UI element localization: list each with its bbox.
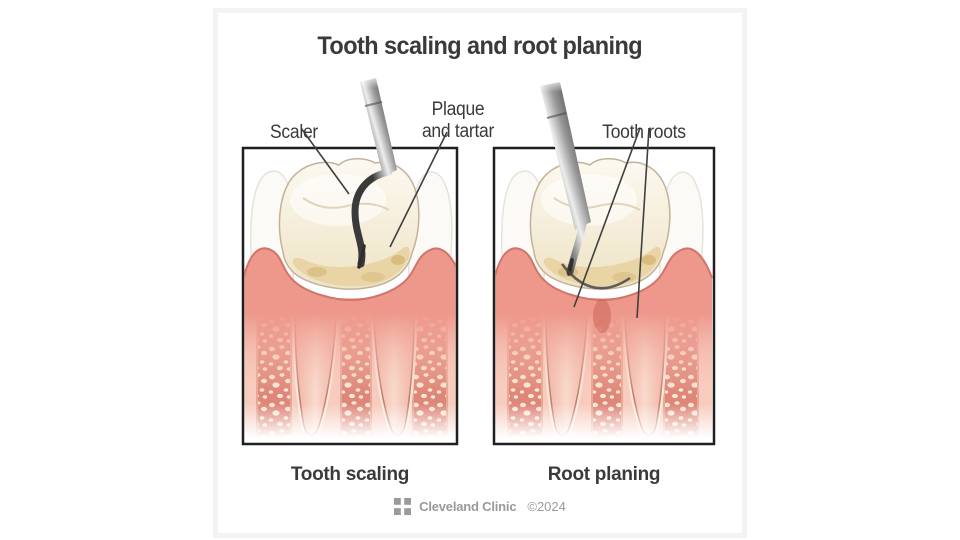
scaler-instrument [351,74,397,269]
anatomy-root-planing [494,159,712,444]
leader-lines [300,127,650,319]
leader-line-plaque [389,131,448,248]
panel-caption-root-planing: Root planing [547,464,661,485]
annotation-label-plaque-and-tartar: Plaque and tartar [421,99,495,142]
footer: Cleveland Clinic ©2024 [213,498,747,515]
annotation-label-tooth-roots: Tooth roots [602,122,686,144]
annotation-label-scaler: Scaler [270,122,318,144]
leader-line-roots-left [573,127,641,308]
copyright-text: ©2024 [527,499,566,514]
planing-motion-arc [561,263,631,290]
dental-illustration [241,74,716,446]
leader-line-scaler [300,127,350,195]
planing-instrument [534,78,631,290]
cleveland-clinic-logo-icon [394,498,412,515]
anatomy-tooth-scaling [243,159,461,444]
panel-caption-tooth-scaling: Tooth scaling [290,464,410,485]
periodontal-pocket [593,299,611,333]
leader-line-roots-right [636,127,650,319]
brand-name: Cleveland Clinic [419,499,517,514]
figure-title: Tooth scaling and root planing [317,32,643,60]
figure-card: Tooth scaling and root planing Scaler Pl… [213,8,747,538]
